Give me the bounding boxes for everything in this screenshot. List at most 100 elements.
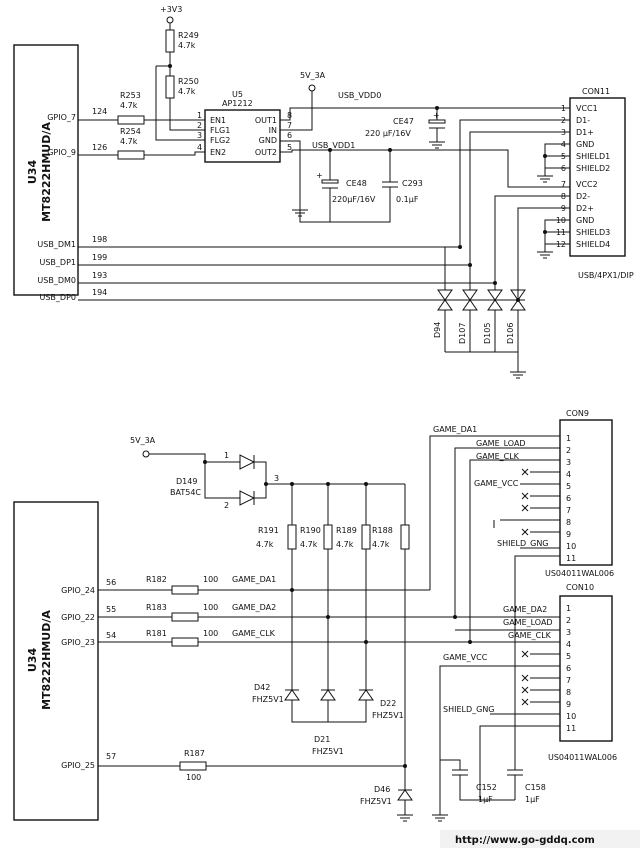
u5-out2: OUT2 — [255, 148, 277, 157]
diode-d106: D106 — [506, 323, 515, 344]
net-usb-vdd1: USB_VDD1 — [312, 141, 355, 150]
con10-part: US04011WAL006 — [548, 753, 617, 762]
diode-d105: D105 — [483, 323, 492, 344]
svg-text:10: 10 — [566, 542, 576, 551]
d149-p2: 2 — [224, 501, 229, 510]
svg-text:FHZ5V1: FHZ5V1 — [360, 797, 392, 806]
svg-text:4: 4 — [566, 640, 571, 649]
top-pin-labels: GPIO_7 GPIO_9 USB_DM1 USB_DP1 USB_DM0 US… — [37, 107, 107, 302]
svg-text:6: 6 — [566, 664, 571, 673]
con11-part: USB/4PX1/DIP — [578, 271, 634, 280]
svg-text:100: 100 — [203, 603, 218, 612]
d149-ref: D149 — [176, 477, 197, 486]
r249-val: 4.7k — [178, 41, 196, 50]
svg-text:7: 7 — [561, 180, 566, 189]
u5-in: IN — [269, 126, 277, 135]
con10-ref: CON10 — [566, 583, 594, 592]
con9-part: US04011WAL006 — [545, 569, 614, 578]
svg-text:SHIELD3: SHIELD3 — [576, 228, 610, 237]
diode-d107: D107 — [458, 323, 467, 344]
svg-text:4.7k: 4.7k — [372, 540, 390, 549]
d149-p1: 1 — [224, 451, 229, 460]
svg-text:GPIO_22: GPIO_22 — [61, 613, 95, 622]
svg-text:SHIELD4: SHIELD4 — [576, 240, 610, 249]
svg-text:R183: R183 — [146, 603, 167, 612]
svg-text:5: 5 — [566, 482, 571, 491]
svg-text:4.7k: 4.7k — [336, 540, 354, 549]
pin-usb-dp1: USB_DP1 — [40, 258, 77, 267]
con10-net-da2: GAME_DA2 — [503, 605, 547, 614]
r254-val: 4.7k — [120, 137, 138, 146]
svg-text:D1-: D1- — [576, 116, 590, 125]
svg-text:R189: R189 — [336, 526, 357, 535]
u5-pin3: 3 — [197, 131, 202, 140]
con11-ref: CON11 — [582, 87, 610, 96]
r250-val: 4.7k — [178, 87, 196, 96]
svg-text:1: 1 — [561, 104, 566, 113]
ce47-ref: CE47 — [393, 117, 414, 126]
chip-ref-top: U34 — [26, 160, 39, 185]
svg-text:11: 11 — [566, 554, 576, 563]
u5-gnd: GND — [259, 136, 277, 145]
pin-num-193: 193 — [92, 271, 107, 280]
power-5v3a-top: 5V_3A — [300, 71, 326, 80]
svg-text:R187: R187 — [184, 749, 205, 758]
u5-flg1: FLG1 — [210, 126, 230, 135]
svg-text:SHIELD2: SHIELD2 — [576, 164, 610, 173]
u5-pin5: 5 — [287, 143, 292, 152]
svg-text:7: 7 — [566, 506, 571, 515]
net-game-da1: GAME_DA1 — [232, 575, 276, 584]
svg-text:VCC1: VCC1 — [576, 104, 598, 113]
r253-val: 4.7k — [120, 101, 138, 110]
svg-text:FHZ5V1: FHZ5V1 — [312, 747, 344, 756]
con10-net-clk: GAME_CLK — [508, 631, 552, 640]
d149-part: BAT54C — [170, 488, 201, 497]
svg-text:FHZ5V1: FHZ5V1 — [252, 695, 284, 704]
svg-text:D42: D42 — [254, 683, 270, 692]
svg-text:4: 4 — [566, 470, 571, 479]
svg-text:8: 8 — [566, 518, 571, 527]
diode-d94: D94 — [433, 322, 442, 338]
svg-text:D22: D22 — [380, 699, 396, 708]
connector-con11 — [569, 97, 626, 257]
chip-u34-top — [13, 44, 79, 296]
r253-ref: R253 — [120, 91, 141, 100]
svg-text:VCC2: VCC2 — [576, 180, 598, 189]
svg-text:55: 55 — [106, 605, 116, 614]
c152-ref: C152 — [476, 783, 497, 792]
svg-text:GND: GND — [576, 140, 594, 149]
svg-text:R190: R190 — [300, 526, 321, 535]
connector-con9 — [559, 419, 613, 566]
u5-flg2: FLG2 — [210, 136, 230, 145]
svg-text:GPIO_24: GPIO_24 — [61, 586, 95, 595]
svg-text:5: 5 — [566, 652, 571, 661]
pin-usb-dm0: USB_DM0 — [37, 276, 76, 285]
pin-gpio9: GPIO_9 — [47, 148, 76, 157]
watermark-url: http://www.go-gddq.com — [455, 835, 595, 846]
svg-text:100: 100 — [186, 773, 201, 782]
svg-text:D1+: D1+ — [576, 128, 594, 137]
con9-net-shield: SHIELD_GNG — [497, 539, 549, 548]
svg-text:2: 2 — [566, 616, 571, 625]
svg-text:D2+: D2+ — [576, 204, 594, 213]
ce47-val: 220 µF/16V — [365, 129, 411, 138]
con9-ref: CON9 — [566, 409, 589, 418]
u5-pin2: 2 — [197, 121, 202, 130]
pin-num-198: 198 — [92, 235, 107, 244]
svg-text:10: 10 — [566, 712, 576, 721]
svg-text:6: 6 — [566, 494, 571, 503]
con10-net-load: GAME_LOAD — [503, 618, 553, 627]
u5-en1: EN1 — [210, 116, 226, 125]
svg-text:100: 100 — [203, 629, 218, 638]
svg-text:7: 7 — [566, 676, 571, 685]
pin-num-124: 124 — [92, 107, 107, 116]
svg-text:D21: D21 — [314, 735, 330, 744]
pin-usb-dp0: USB_DP0 — [40, 293, 77, 302]
ce48-ref: CE48 — [346, 179, 367, 188]
connector-con10 — [559, 595, 613, 742]
con9-net-load: GAME_LOAD — [476, 439, 526, 448]
svg-text:4.7k: 4.7k — [300, 540, 318, 549]
r249-ref: R249 — [178, 31, 199, 40]
power-3v3: +3V3 — [160, 5, 182, 14]
